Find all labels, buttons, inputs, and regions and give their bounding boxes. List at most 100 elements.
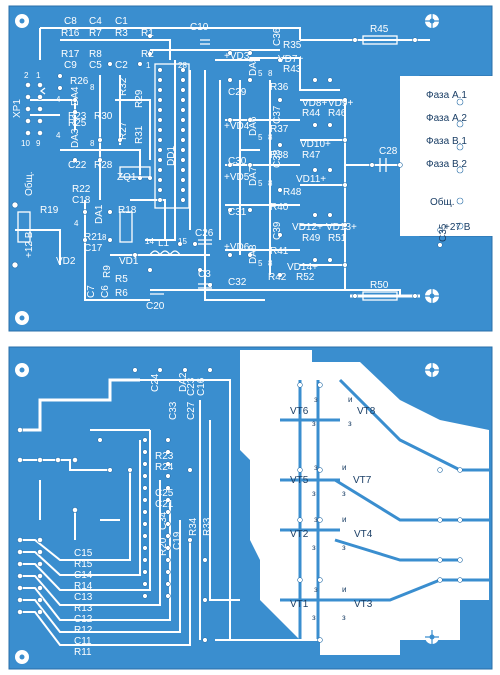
label-dd1: DD1 [166,146,177,166]
label-da5-pin8: 8 [268,69,273,78]
label-da8: DA8 [248,244,259,264]
label-l1: L1 [158,238,170,249]
label-r33: R33 [202,517,213,536]
label-da3-pin8: 8 [90,139,95,148]
label-c35: C35 [438,223,449,242]
l1-coil [149,250,181,257]
c3-body [198,283,212,289]
r19-body [17,211,31,243]
label-r43: R43 [283,64,302,75]
vt3-pin-1: и [342,585,346,594]
label-r47: R47 [302,150,321,161]
label-r52: R52 [296,272,315,283]
label-r7: R7 [89,28,102,39]
r50-body [362,291,398,301]
vt2-pin-2: з [312,543,316,552]
label-c32: C32 [228,277,247,288]
vt7-label: VT7 [353,475,372,486]
top-outlines [17,35,398,301]
phase-connector-pads [456,98,464,230]
label-dd1-pin1: 1 [146,61,151,70]
transistor-vt3: и VT3 з [342,585,373,622]
label-c28: C28 [379,146,398,157]
misc-top-pads [57,33,443,299]
label-da6-pin8: 8 [268,133,273,142]
transistor-vt8: и VT8 з [348,395,376,428]
label-da1-pin8: 8 [102,233,107,242]
vt1-label: VT1 [290,599,309,610]
label-xp1-pin1: 1 [36,71,41,80]
label-da3-pin4: 4 [56,131,61,140]
vt3-label: VT3 [354,599,373,610]
mount-hole-br [425,289,439,303]
label-c2: C2 [115,60,128,71]
label-da2: DA2 [178,372,189,392]
label-da1-pin4: 4 [74,219,79,228]
label-da8-pin5: 5 [258,259,263,268]
label-vd7: VD7+ [278,54,303,65]
label-c34: C34 [158,511,169,530]
label-r37: R37 [270,124,289,135]
label-da5: DA5 [248,56,259,76]
label-r27: R27 [118,121,129,140]
label-c38: C38 [272,149,283,168]
label-c27: C27 [186,401,197,420]
common-left-pad [11,201,19,209]
label-r6: R6 [115,288,128,299]
label-r29: R29 [134,89,145,108]
vt6-pin-2: з [312,419,316,428]
label-c1: C1 [115,16,128,27]
label-r49: R49 [302,233,321,244]
label-r23b: R23 [155,451,174,462]
label-r31: R31 [134,125,145,144]
bottom-ground-cutouts [280,378,489,650]
label-c25: C25 [155,488,174,499]
bottom-traces [20,378,320,646]
label-c14: C14 [74,570,93,581]
transistor-vt4: и VT4 з [342,515,373,552]
label-c37: C37 [272,105,283,124]
label-phase-b2: Фаза В.2 [426,159,467,170]
label-c11: C11 [74,636,92,647]
label-phase-a1: Фаза А.1 [426,90,467,101]
label-dd1-pin14: 14 [145,237,154,246]
top-traces [15,27,430,301]
bottom-mount-tl [15,363,29,377]
mount-hole-bl [15,311,29,325]
label-vd11: VD11+ [296,174,326,185]
c28-body [379,158,387,172]
label-c31: C31 [228,207,247,218]
vt4-label: VT4 [354,529,373,540]
label-c17: C17 [84,243,103,254]
vt2-pin-gate: з [314,515,318,524]
label-common-right: Общ. [430,196,455,208]
vt8-pin-1: и [348,395,352,404]
label-c8: C8 [64,16,77,27]
label-r15: R15 [74,559,93,570]
label-r21: R21 [84,232,103,243]
top-board: C8 C4 C1 R16 R7 R3 R1 R17 R8 R2 C9 C5 C2… [8,5,495,332]
label-r42: R42 [268,272,287,283]
label-r26: R26 [70,76,89,87]
label-r44: R44 [302,108,321,119]
label-c21: C21 [155,499,174,510]
label-c19: C19 [172,531,183,550]
vt4-pin-1: и [342,515,346,524]
bottom-pads [17,367,463,643]
label-c10: C10 [190,22,209,33]
r18-body [119,211,133,243]
bottom-labels: C24 DA2 C23 C16 C33 C27 R23 R24 C25 C21 … [74,372,376,658]
label-r32: R32 [118,77,129,96]
label-c15: C15 [74,548,93,559]
label-common-left: Общ. [23,171,35,196]
label-c12: C12 [74,614,93,625]
label-c16: C16 [196,377,207,396]
vt2-label: VT2 [290,529,309,540]
label-r22: R22 [72,184,91,195]
label-xp1-pin2: 2 [24,71,29,80]
label-vd2: VD2 [56,256,76,267]
label-da6-pin5: 5 [258,133,263,142]
label-c18: C18 [72,195,91,206]
vt1-pin-gate: з [314,585,318,594]
